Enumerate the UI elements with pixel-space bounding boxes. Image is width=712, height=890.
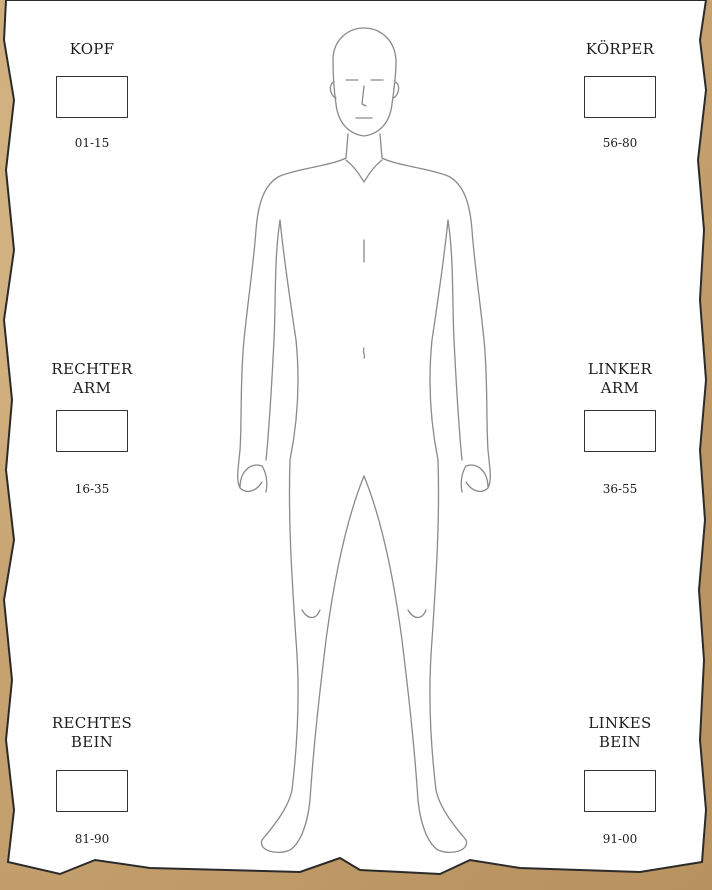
zone-label-right-leg: RECHTES BEIN — [32, 714, 152, 752]
zone-label-right-arm: RECHTER ARM — [32, 360, 152, 398]
zone-box-left-arm[interactable] — [584, 410, 656, 452]
zone-box-left-leg[interactable] — [584, 770, 656, 812]
zone-box-right-arm[interactable] — [56, 410, 128, 452]
zone-range-left-leg: 91-00 — [560, 832, 680, 846]
zone-label-left-leg-line1: LINKES — [560, 714, 680, 733]
zone-label-right-leg-line1: RECHTES — [32, 714, 152, 733]
zone-label-left-leg-line2: BEIN — [560, 733, 680, 752]
zone-box-head[interactable] — [56, 76, 128, 118]
zone-label-right-arm-line1: RECHTER — [32, 360, 152, 379]
zone-label-left-arm-line1: LINKER — [560, 360, 680, 379]
zone-label-body: KÖRPER — [560, 40, 680, 59]
zone-range-right-leg: 81-90 — [32, 832, 152, 846]
zone-label-head: KOPF — [32, 40, 152, 59]
zone-label-left-arm: LINKER ARM — [560, 360, 680, 398]
zone-range-right-arm: 16-35 — [32, 482, 152, 496]
zone-box-body[interactable] — [584, 76, 656, 118]
zone-label-right-arm-line2: ARM — [32, 379, 152, 398]
zone-label-left-leg: LINKES BEIN — [560, 714, 680, 752]
zone-range-body: 56-80 — [560, 136, 680, 150]
zone-box-right-leg[interactable] — [56, 770, 128, 812]
zone-range-head: 01-15 — [32, 136, 152, 150]
zone-label-left-arm-line2: ARM — [560, 379, 680, 398]
zone-label-right-leg-line2: BEIN — [32, 733, 152, 752]
zone-range-left-arm: 36-55 — [560, 482, 680, 496]
